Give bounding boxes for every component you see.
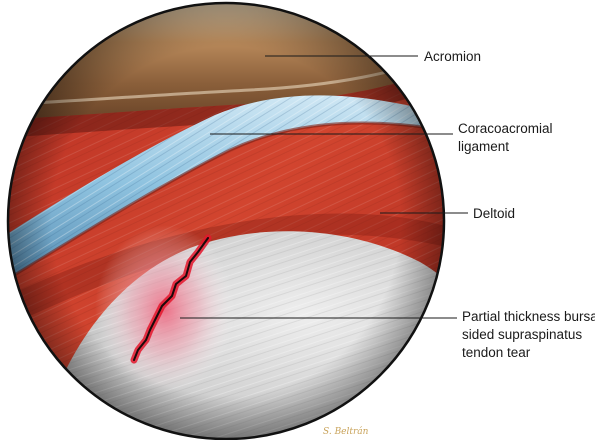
coracoacromial-label-line1: Coracoacromial (458, 121, 553, 136)
tear-label-line3: tendon tear (462, 345, 531, 360)
artist-signature: S. Beltrán (323, 426, 369, 437)
tear-label-line1: Partial thickness bursal (462, 309, 595, 324)
scope-field (8, 3, 444, 439)
tear-label-line2: sided supraspinatus (462, 327, 582, 342)
acromion-label: Acromion (424, 49, 481, 64)
coracoacromial-label-line2: ligament (458, 139, 509, 154)
deltoid-label: Deltoid (473, 206, 515, 221)
scope-outline (6, 1, 446, 440)
